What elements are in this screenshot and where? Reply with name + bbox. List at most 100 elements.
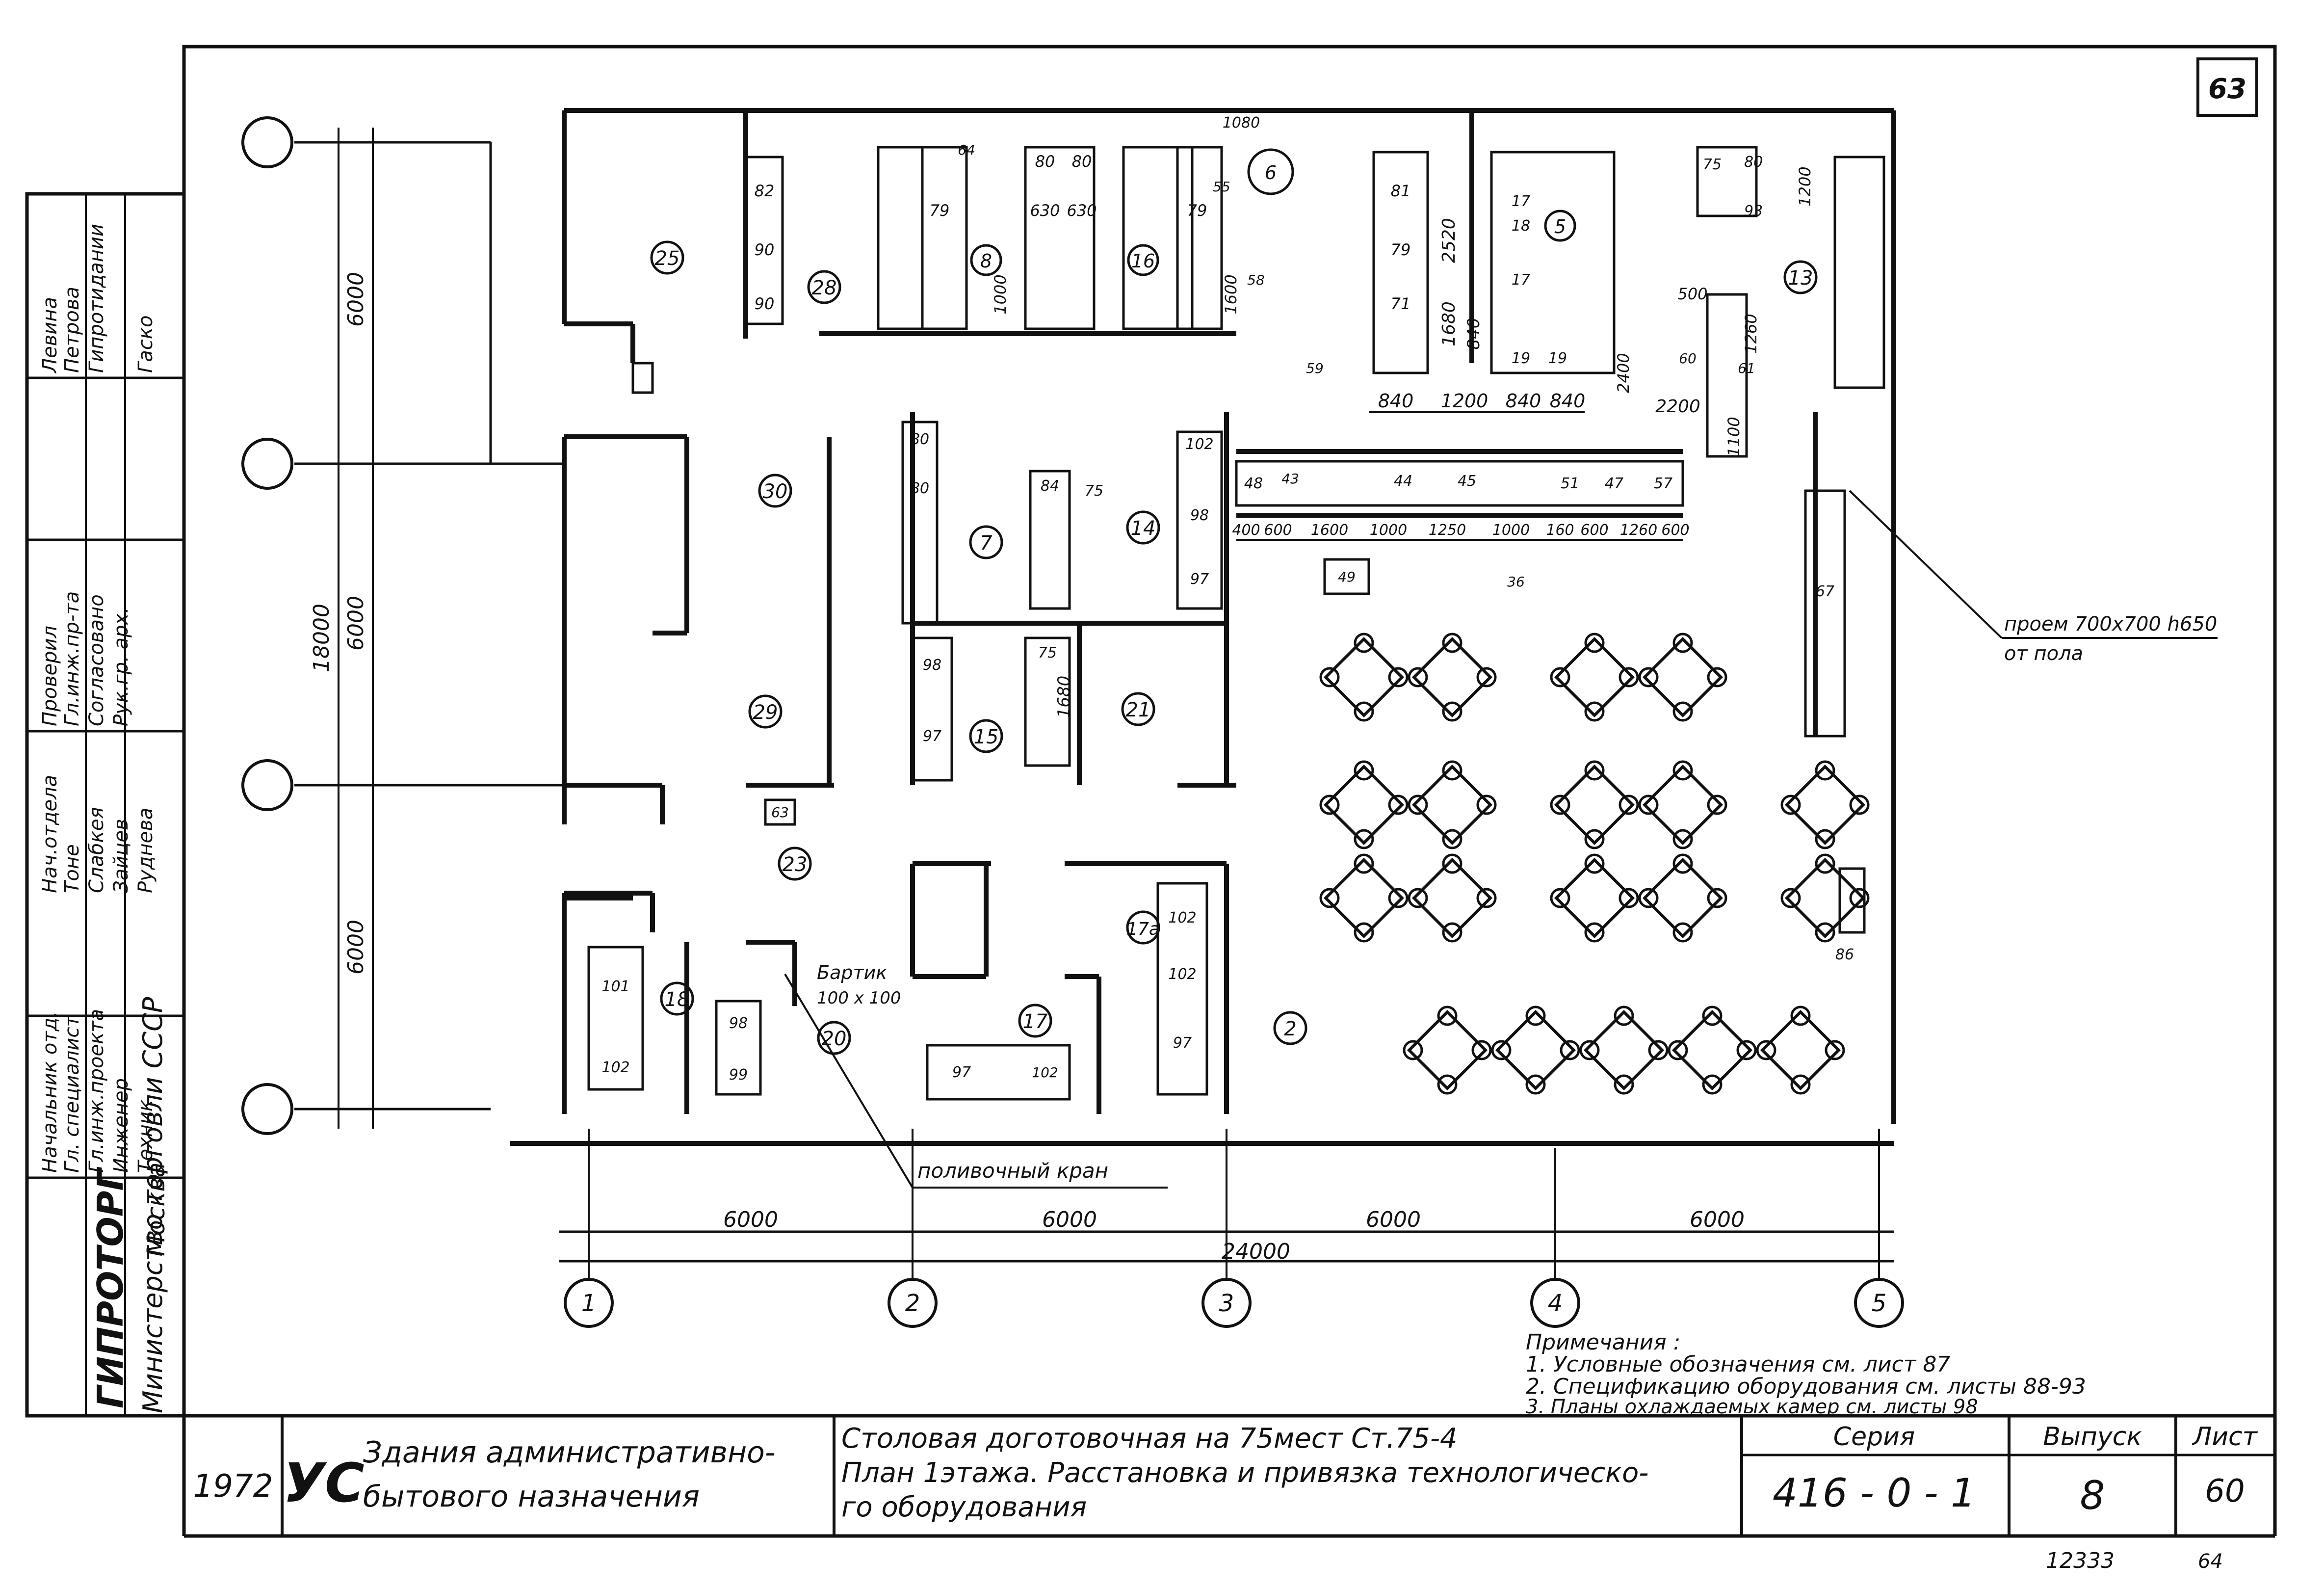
axis-bubble-row-2	[241, 438, 293, 490]
eq-98c: 98	[729, 1015, 748, 1032]
title-project-2: План 1этажа. Расстановка и привязка техн…	[841, 1457, 1648, 1489]
axis-label-5: 5	[1872, 1290, 1887, 1317]
eq-81: 81	[1391, 182, 1411, 200]
stamp-role-10: Проверил	[39, 626, 61, 726]
room-23: 23	[783, 853, 808, 876]
axis-label-4: 4	[1548, 1290, 1563, 1317]
dim-1000a: 1000	[1370, 522, 1407, 539]
eq-59: 59	[1306, 360, 1324, 376]
title-project-3: го оборудования	[841, 1491, 1087, 1523]
eq-93: 93	[1744, 203, 1763, 220]
eq-49: 49	[1338, 569, 1356, 585]
eq-36: 36	[1507, 574, 1525, 590]
eq-79b: 79	[1187, 201, 1207, 220]
stamp-org: ГИПРОТОРГ	[90, 1166, 131, 1408]
room-18: 18	[665, 988, 690, 1011]
eq-79: 79	[930, 201, 950, 220]
eq-82: 82	[755, 182, 775, 200]
eq-97: 97	[1190, 571, 1209, 588]
eq-60: 60	[1679, 350, 1697, 367]
room-20: 20	[822, 1028, 847, 1050]
axis-bubble-col-2	[888, 1278, 938, 1328]
axis-bubble-row-1	[241, 116, 293, 168]
title-series-label: Серия	[1833, 1422, 1915, 1452]
axis-label-2: 2	[905, 1290, 920, 1317]
eq-630: 630	[1030, 201, 1060, 220]
room-16: 16	[1131, 250, 1155, 272]
title-issue-value: 8	[2080, 1473, 2105, 1518]
room-17: 17	[1023, 1010, 1048, 1033]
bottom-dim-total: 24000	[1222, 1239, 1290, 1264]
bottom-axes: 6000 6000 6000 6000 24000 1 2 3 4 5	[559, 1129, 1904, 1328]
notes-heading: Примечания :	[1526, 1330, 1680, 1355]
stamp-city: Москва	[142, 1162, 170, 1256]
title-category-2: бытового назначения	[363, 1480, 700, 1514]
label-opening: проем 700х700 h650	[2004, 613, 2217, 635]
eq-80c: 80	[1744, 154, 1763, 171]
eq-97c: 97	[952, 1064, 971, 1081]
eq-19: 19	[1512, 350, 1530, 367]
dim-500: 500	[1677, 285, 1707, 303]
stamp-role-11: Гл.инж.пр-та	[61, 591, 83, 726]
eq-90: 90	[755, 240, 775, 259]
eq-97d: 97	[1173, 1034, 1192, 1052]
building-walls	[510, 108, 1896, 1146]
callouts: поливочный кран проем 700х700 h650 от по…	[784, 490, 2218, 1189]
eq-61: 61	[1738, 360, 1755, 376]
bottom-code: 12333	[2046, 1548, 2115, 1573]
sheet-corner-number: 63	[2208, 73, 2246, 105]
dim-1100: 1100	[1724, 417, 1743, 456]
eq-55: 55	[1213, 179, 1230, 195]
stamp-role-3: Инженер	[110, 1078, 132, 1173]
stamp-role-2: Гл.инж.проекта	[85, 1009, 108, 1173]
left-dim-2: 6000	[343, 596, 368, 651]
room-markers: 25 28 7 14 21 15 30 29 23 18 20 17 17а 2…	[650, 148, 1818, 1055]
dim-840d: 840	[1464, 318, 1484, 350]
dim-1680b: 1680	[1054, 676, 1074, 718]
room-2: 2	[1284, 1018, 1296, 1040]
dim-1000c: 1000	[991, 274, 1010, 314]
eq-47: 47	[1605, 475, 1623, 492]
note-3: 3. Планы охлаждаемых камер см. листы 98	[1526, 1396, 1978, 1418]
eq-19b: 19	[1548, 350, 1567, 367]
axis-label-3: 3	[1219, 1290, 1234, 1317]
dim-840a: 840	[1378, 390, 1414, 412]
eq-17b: 17	[1512, 271, 1530, 289]
bottom-dim-1: 6000	[723, 1207, 778, 1232]
stamp-role-1: Гл. специалист	[61, 1015, 83, 1173]
title-logo: УС	[283, 1452, 365, 1514]
eq-102d: 102	[1168, 909, 1196, 926]
stamp-role-5: Нач.отдела	[39, 775, 61, 893]
stamp-role-15: Петрова	[61, 287, 83, 373]
axis-bubble-row-4	[241, 1083, 293, 1135]
eq-97b: 97	[923, 728, 941, 745]
label-opening-2: от пола	[2004, 642, 2083, 665]
title-category-1: Здания административно-	[363, 1435, 776, 1470]
room-6: 6	[1265, 162, 1277, 184]
axis-bubble-col-5	[1854, 1278, 1904, 1328]
stamp-role-13: Рук.гр. арх.	[110, 607, 132, 726]
bottom-dim-3: 6000	[1366, 1207, 1421, 1232]
eq-101: 101	[601, 978, 629, 995]
eq-51: 51	[1561, 475, 1579, 492]
eq-43: 43	[1281, 471, 1299, 487]
left-dim-total: 18000	[309, 604, 334, 672]
room-30: 30	[763, 480, 788, 503]
dim-1600: 1600	[1311, 522, 1348, 539]
room-28: 28	[812, 277, 837, 299]
stamp-role-6: Тоне	[61, 844, 83, 893]
room-21: 21	[1126, 699, 1151, 721]
eq-102: 102	[1185, 436, 1213, 453]
room-15: 15	[974, 726, 999, 748]
dim-1250: 1250	[1429, 522, 1466, 539]
eq-64: 64	[958, 142, 975, 158]
eq-44: 44	[1394, 473, 1412, 490]
eq-80d: 80	[911, 431, 929, 448]
dim-1200: 1200	[1441, 390, 1488, 412]
eq-58: 58	[1247, 272, 1265, 288]
bottom-dim-4: 6000	[1690, 1207, 1745, 1232]
title-year: 1972	[193, 1468, 273, 1505]
notes: Примечания : 1. Условные обозначения см.…	[1526, 1330, 2086, 1418]
eq-98b: 98	[923, 657, 941, 674]
eq-48: 48	[1244, 475, 1263, 492]
